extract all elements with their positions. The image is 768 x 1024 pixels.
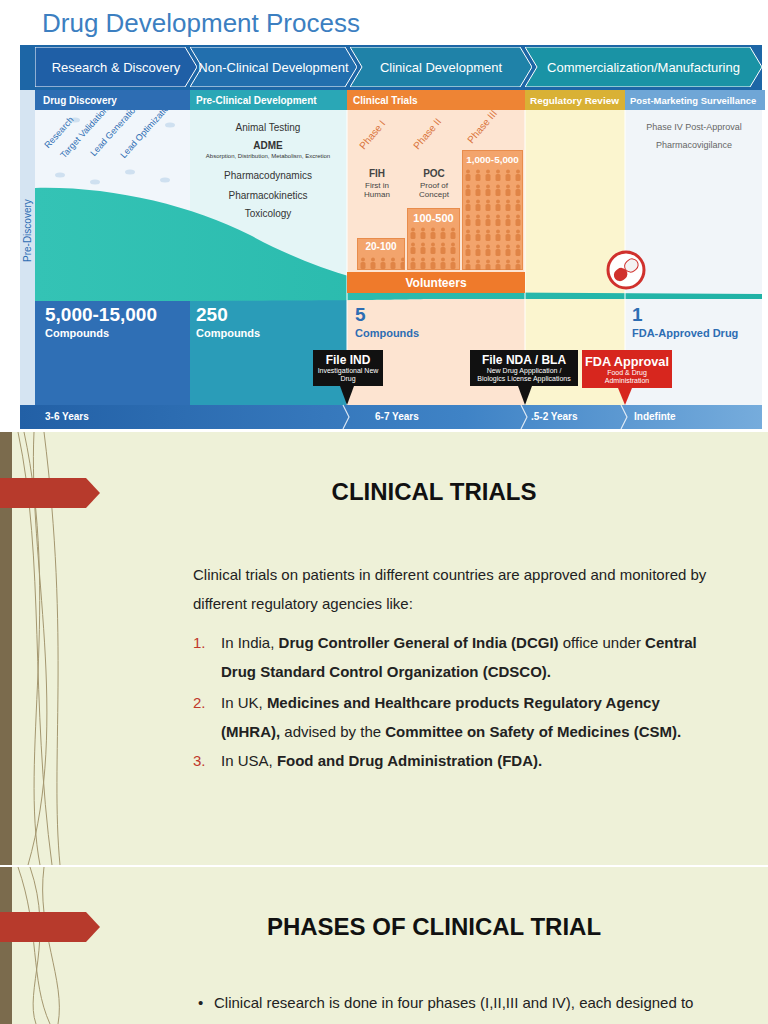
activity-label: Animal Testing bbox=[193, 122, 343, 134]
phase-band: Regulatory Review bbox=[525, 90, 625, 110]
node-heading: FDA Approval bbox=[585, 354, 669, 369]
phase-desc: First in Human bbox=[352, 181, 402, 199]
duration-label: Indefinte bbox=[634, 411, 676, 423]
phase-band: Post-Marketing Surveillance bbox=[625, 90, 765, 110]
milestone-box: File INDInvestigational New Drug bbox=[313, 350, 383, 386]
agency-name: Food and Drug Administration (FDA). bbox=[277, 752, 542, 769]
activity-label: Pharmacodynamics bbox=[193, 170, 343, 182]
phase-band: Pre-Clinical Development bbox=[190, 90, 347, 110]
activity-label: Phase IV Post-Approval bbox=[630, 122, 758, 132]
stage-chevron: Non-Clinical Development bbox=[190, 47, 357, 87]
volunteers-band: Volunteers bbox=[347, 272, 525, 293]
milestone-box: FDA ApprovalFood & Drug Administration bbox=[582, 350, 672, 388]
activity-label: Pharmacokinetics bbox=[193, 190, 343, 202]
phase-code: POC bbox=[406, 168, 462, 180]
node-subtext: Investigational New Drug bbox=[316, 367, 380, 382]
node-heading: 100-500 bbox=[413, 209, 453, 224]
people-icons bbox=[358, 256, 406, 270]
node-heading: Pre-Clinical Development bbox=[190, 95, 317, 106]
list-text: In UK, bbox=[221, 694, 263, 711]
node-heading: Non-Clinical Development bbox=[198, 60, 348, 75]
agency-name: Drug Controller General of India (DCGI) bbox=[279, 634, 559, 651]
count-number: 250 bbox=[196, 304, 228, 326]
node-heading: Volunteers bbox=[405, 276, 466, 290]
people-icons bbox=[463, 168, 523, 270]
people-icons bbox=[408, 226, 461, 270]
diagram-title: Drug Development Process bbox=[42, 8, 360, 39]
node-heading: 1,000-5,000 bbox=[466, 151, 519, 165]
list-number: 2. bbox=[193, 688, 206, 717]
milestone-box: File NDA / BLANew Drug Appplication / Bi… bbox=[470, 350, 578, 386]
node-heading: 20-100 bbox=[365, 239, 396, 252]
activity-label: Pharmacovigilance bbox=[630, 140, 758, 150]
node-heading: PHASES OF CLINICAL TRIAL bbox=[167, 867, 601, 941]
activity-label: Toxicology bbox=[193, 208, 343, 220]
volunteer-block: 100-500 bbox=[407, 208, 460, 270]
duration-label: .5-2 Years bbox=[531, 411, 578, 423]
phase-band: Clinical Trials bbox=[347, 90, 525, 110]
node-heading: Research & Discovery bbox=[52, 60, 181, 75]
list-item: In UK,Medicines and Healthcare products … bbox=[221, 688, 726, 746]
count-unit: FDA-Approved Drug bbox=[632, 327, 738, 340]
node-heading: Post-Marketing Surveillance bbox=[625, 95, 756, 106]
duration-label: 3-6 Years bbox=[45, 411, 89, 423]
duration-label: 6-7 Years bbox=[375, 411, 419, 423]
node-subtext: Food & Drug Administration bbox=[597, 369, 657, 384]
bullet: • bbox=[198, 994, 203, 1011]
node-heading: Drug Discovery bbox=[35, 95, 117, 106]
agency-name: Committee on Safety of Medicines (CSM). bbox=[385, 723, 681, 740]
list-text: In USA, bbox=[221, 752, 273, 769]
phase-desc: Proof of Concept bbox=[406, 181, 462, 199]
count-number: 5 bbox=[355, 304, 366, 326]
list-item: In USA,Food and Drug Administration (FDA… bbox=[221, 746, 726, 775]
stage-chevron: Clinical Development bbox=[350, 47, 532, 87]
count-unit: Compounds bbox=[355, 327, 419, 340]
node-heading: Clinical Trials bbox=[347, 95, 417, 106]
list-text: office under bbox=[563, 634, 641, 651]
stage-chevron: Commercialization/Manufacturing bbox=[525, 47, 762, 87]
stage-chevron: Research & Discovery bbox=[35, 47, 197, 87]
node-heading: File NDA / BLA bbox=[482, 353, 566, 367]
list-number: 3. bbox=[193, 746, 206, 775]
count-number: 5,000-15,000 bbox=[45, 304, 157, 326]
volunteer-block: 20-100 bbox=[357, 238, 405, 270]
count-number: 1 bbox=[632, 304, 643, 326]
list-text: In India, bbox=[221, 634, 274, 651]
body-text: Clinical trials on patients in different… bbox=[193, 560, 723, 618]
volunteer-block: 1,000-5,000 bbox=[462, 150, 523, 270]
activity-label: ADME bbox=[193, 140, 343, 152]
node-heading: Commercialization/Manufacturing bbox=[547, 60, 740, 75]
phase-code: FIH bbox=[352, 168, 402, 180]
list-number: 1. bbox=[193, 628, 206, 657]
body-text: Clinical research is done in four phases… bbox=[214, 994, 759, 1011]
count-unit: Compounds bbox=[45, 327, 109, 340]
activity-note: Absorption, Distribution, Metabolism, Ex… bbox=[193, 153, 343, 160]
count-unit: Compounds bbox=[196, 327, 260, 340]
node-heading: CLINICAL TRIALS bbox=[232, 432, 537, 506]
axis-label: Pre-Discovery bbox=[22, 199, 34, 262]
list-item: In India, Drug Controller General of Indi… bbox=[221, 628, 726, 686]
node-subtext: New Drug Appplication / Biologics Licens… bbox=[473, 367, 575, 382]
node-heading: Regulatory Review bbox=[525, 95, 619, 106]
node-heading: Clinical Development bbox=[380, 60, 502, 75]
node-heading: File IND bbox=[326, 353, 371, 367]
list-text: advised by the bbox=[284, 723, 381, 740]
